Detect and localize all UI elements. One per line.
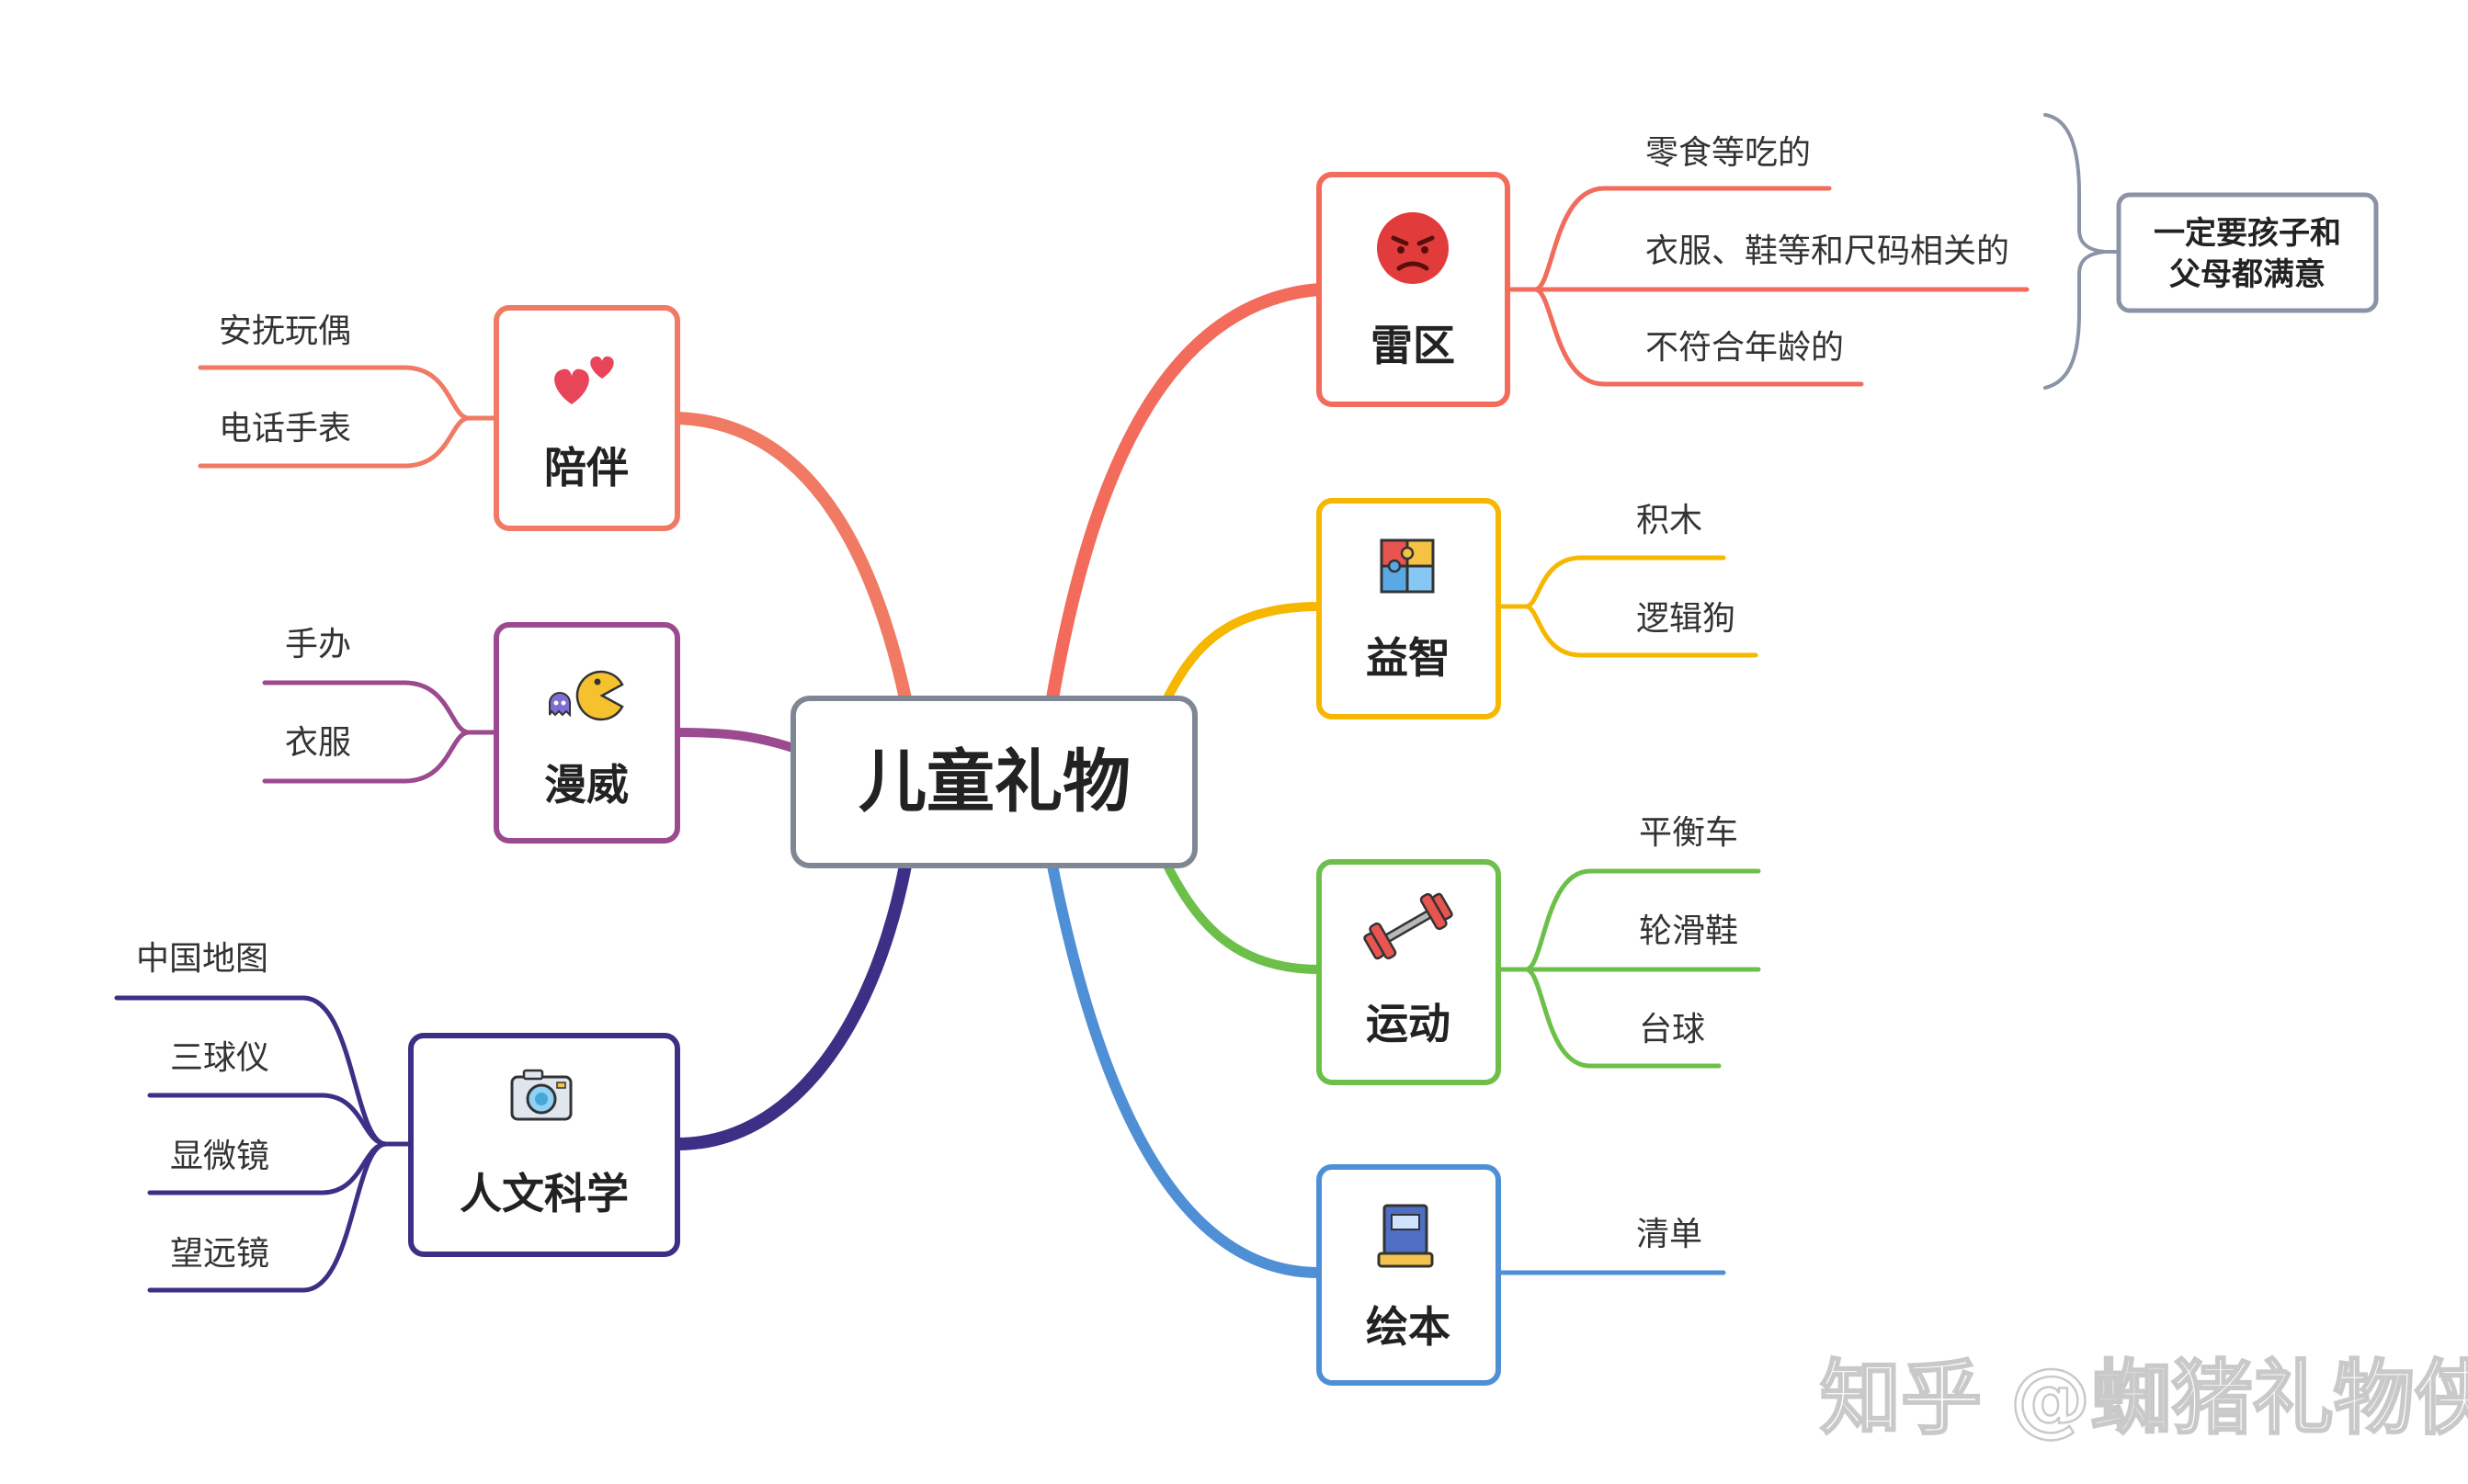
leaf-huiben-1[interactable]: 清单 bbox=[1636, 1216, 1702, 1253]
angry-face-icon bbox=[1377, 212, 1449, 284]
leaf-yundong-1[interactable]: 平衡车 bbox=[1639, 814, 1738, 852]
center-node[interactable]: 儿童礼物 bbox=[790, 696, 1198, 868]
connector-huiben bbox=[1047, 860, 1325, 1278]
branch-node-leiqu[interactable]: 雷区 bbox=[1316, 172, 1510, 407]
leaf-leiqu-3[interactable]: 不符合年龄的 bbox=[1645, 329, 1844, 367]
summary-line-1: 一定要孩子和 bbox=[2154, 215, 2341, 252]
branch-node-yundong[interactable]: 运动 bbox=[1316, 859, 1501, 1085]
branch-node-peiban[interactable]: 陪伴 bbox=[494, 305, 680, 531]
leaf-yundong-3[interactable]: 台球 bbox=[1639, 1011, 1705, 1048]
leaf-renwen-2[interactable]: 三球仪 bbox=[170, 1039, 269, 1077]
leaf-yundong-2[interactable]: 轮滑鞋 bbox=[1639, 912, 1738, 950]
connector-renwen bbox=[671, 859, 912, 1150]
main-connectors bbox=[671, 283, 1325, 1278]
leaf-leiqu-1[interactable]: 零食等吃的 bbox=[1645, 134, 1811, 172]
leaf-peiban-2[interactable]: 电话手表 bbox=[219, 410, 351, 447]
branch-title-manwei: 漫威 bbox=[544, 760, 629, 810]
leaf-peiban-1[interactable]: 安抚玩偶 bbox=[219, 312, 351, 350]
connector-manwei bbox=[673, 728, 801, 753]
leaf-manwei-1[interactable]: 手办 bbox=[285, 626, 351, 663]
leaf-renwen-3[interactable]: 显微镜 bbox=[170, 1138, 269, 1175]
summary-brace bbox=[2043, 113, 2121, 390]
connector-yundong bbox=[1163, 861, 1324, 974]
pacman-icon bbox=[549, 670, 624, 721]
leaf-connectors bbox=[114, 186, 2030, 1293]
leaf-manwei-2[interactable]: 衣服 bbox=[285, 724, 351, 762]
camera-icon bbox=[510, 1069, 573, 1121]
branch-title-yundong: 运动 bbox=[1366, 999, 1450, 1048]
leaf-yizhi-2[interactable]: 逻辑狗 bbox=[1636, 600, 1735, 638]
branch-node-renwen[interactable]: 人文科学 bbox=[408, 1033, 680, 1257]
branch-node-yizhi[interactable]: 益智 bbox=[1316, 498, 1501, 719]
branch-node-huiben[interactable]: 绘本 bbox=[1316, 1164, 1501, 1386]
watermark: 知乎 @蜘猪礼物侠 bbox=[1820, 1351, 2468, 1445]
branch-title-renwen: 人文科学 bbox=[460, 1169, 629, 1218]
branch-node-manwei[interactable]: 漫威 bbox=[494, 622, 680, 844]
center-title: 儿童礼物 bbox=[859, 742, 1131, 821]
connector-yizhi bbox=[1163, 602, 1324, 703]
puzzle-icon bbox=[1380, 538, 1435, 594]
connector-leiqu bbox=[1046, 283, 1325, 705]
hearts-icon bbox=[554, 356, 614, 404]
branch-title-peiban: 陪伴 bbox=[544, 443, 629, 493]
connector-peiban bbox=[671, 412, 912, 705]
leaf-labels: 零食等吃的 衣服、鞋等和尺码相关的 不符合年龄的 积木 逻辑狗 平衡车 轮滑鞋 … bbox=[136, 134, 2009, 1273]
branch-title-huiben: 绘本 bbox=[1366, 1302, 1450, 1352]
leaf-renwen-4[interactable]: 望远镜 bbox=[170, 1235, 269, 1273]
leaf-yizhi-1[interactable]: 积木 bbox=[1636, 502, 1702, 539]
summary-line-2: 父母都满意 bbox=[2169, 256, 2326, 293]
leaf-leiqu-2[interactable]: 衣服、鞋等和尺码相关的 bbox=[1645, 232, 2009, 270]
book-icon bbox=[1377, 1204, 1434, 1268]
branch-title-leiqu: 雷区 bbox=[1370, 321, 1455, 370]
dumbbell-icon bbox=[1363, 892, 1453, 960]
leaf-renwen-1[interactable]: 中国地图 bbox=[136, 940, 268, 978]
summary-node[interactable]: 一定要孩子和 父母都满意 bbox=[2116, 192, 2379, 313]
branch-title-yizhi: 益智 bbox=[1366, 633, 1450, 683]
